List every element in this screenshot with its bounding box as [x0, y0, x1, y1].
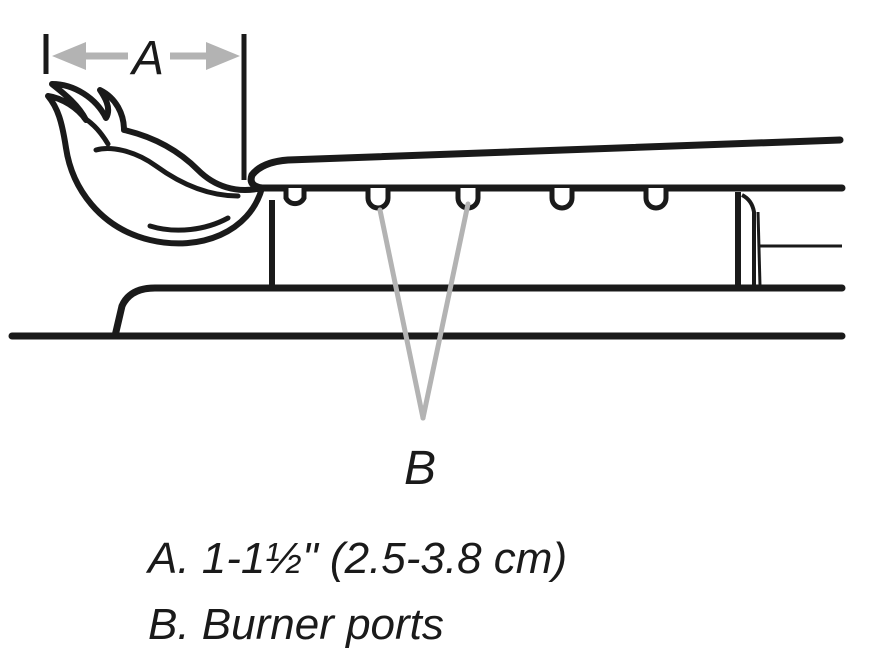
burner-base: [111, 284, 846, 340]
callout-a-label: A: [129, 32, 164, 85]
burner-right-support: [735, 192, 842, 287]
legend-item-b: B. Burner ports: [148, 600, 444, 649]
burner-port: [643, 188, 669, 211]
callout-b-label: B: [404, 442, 436, 495]
burner-port: [283, 188, 307, 207]
burner-port: [549, 188, 575, 211]
dimension-arrow-icon: [52, 42, 240, 70]
legend-item-a: A. 1-1½" (2.5-3.8 cm): [148, 534, 568, 583]
leader-line-icon: [377, 201, 471, 421]
flame-icon: [45, 81, 265, 247]
burner-ports: [283, 188, 669, 211]
burner-cap: [247, 136, 846, 192]
burner-port: [365, 188, 391, 211]
